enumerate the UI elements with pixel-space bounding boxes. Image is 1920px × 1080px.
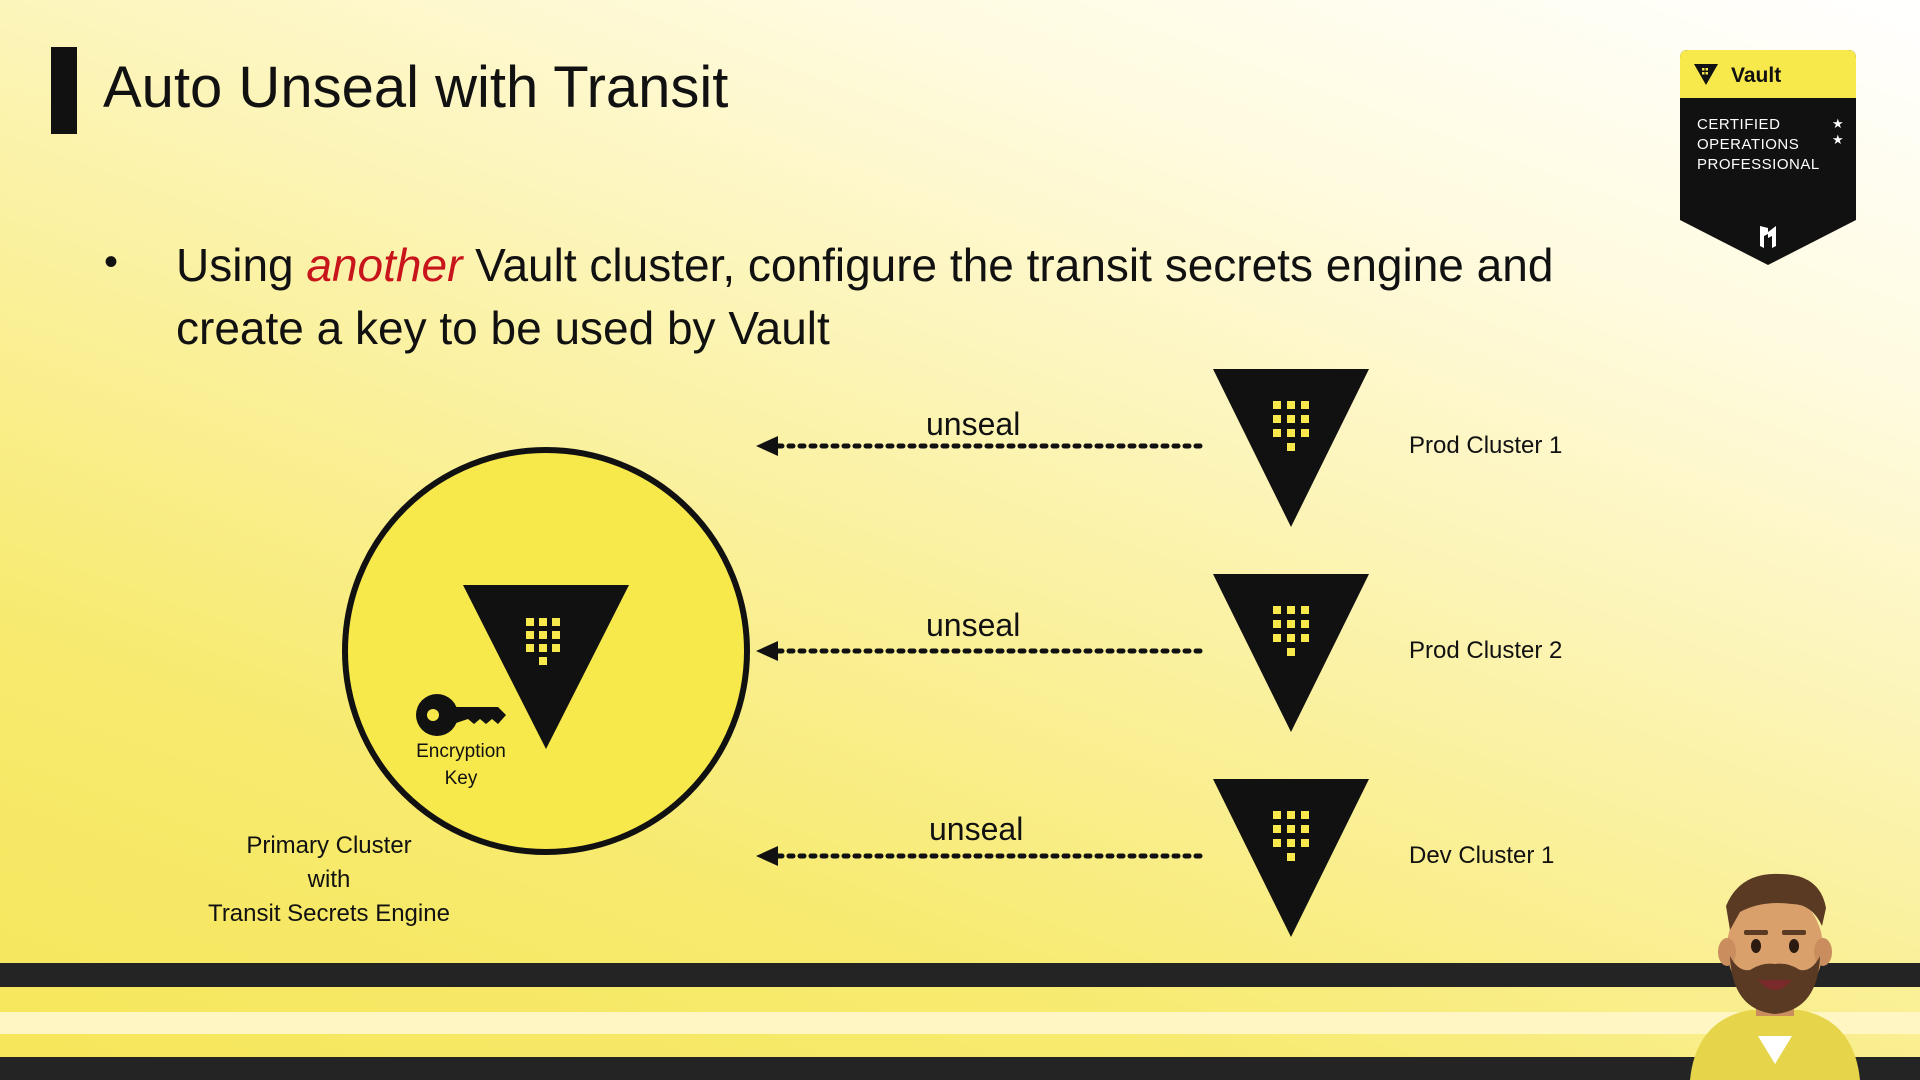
prod-cluster-1-vault-icon — [1213, 369, 1369, 527]
unseal-label-3: unseal — [929, 811, 1024, 847]
bullet-text-end: Vault cluster, configure the transit sec… — [176, 239, 1554, 354]
badge-star-icon: ★ — [1832, 116, 1844, 131]
unseal-arrow-2 — [756, 641, 1203, 661]
encryption-key-label: Encryption Key — [391, 738, 531, 792]
slide-title: Auto Unseal with Transit — [103, 55, 729, 120]
encryption-key-label-line2: Key — [444, 768, 478, 789]
primary-vault-logo-icon — [463, 585, 629, 749]
bullet-text-start: Using — [176, 239, 307, 291]
unseal-label-1: unseal — [926, 406, 1021, 442]
primary-caption-line2: with — [307, 866, 351, 893]
bullet-marker: • — [104, 240, 119, 284]
bullet-emphasis: another — [306, 239, 463, 291]
prod-cluster-2-vault-icon — [1213, 574, 1369, 732]
encryption-key-label-line1: Encryption — [416, 741, 506, 762]
presenter-avatar-icon — [1690, 873, 1860, 1080]
primary-caption-line3: Transit Secrets Engine — [208, 900, 450, 927]
title-accent-bar — [51, 47, 77, 134]
footer-band-dark-bottom — [0, 1057, 1920, 1080]
primary-cluster-caption: Primary Cluster with Transit Secrets Eng… — [179, 829, 479, 931]
prod-cluster-2-label: Prod Cluster 2 — [1409, 637, 1563, 664]
unseal-arrow-1 — [756, 436, 1203, 456]
badge-product-name: Vault — [1731, 64, 1782, 87]
unseal-label-2: unseal — [926, 607, 1021, 643]
badge-line-certified: CERTIFIED — [1697, 116, 1781, 133]
primary-caption-line1: Primary Cluster — [246, 832, 412, 859]
footer-band-light — [0, 1012, 1920, 1034]
badge-line-operations: OPERATIONS — [1697, 136, 1800, 153]
badge-vault-logo-icon — [1694, 64, 1718, 85]
encryption-key-icon — [416, 694, 506, 736]
dev-cluster-1-label: Dev Cluster 1 — [1409, 842, 1555, 869]
unseal-arrow-3 — [756, 846, 1203, 866]
footer-band-dark — [0, 963, 1920, 987]
badge-line-professional: PROFESSIONAL — [1697, 156, 1820, 173]
badge-star-icon: ★ — [1832, 132, 1844, 147]
hashicorp-logo-icon — [1760, 226, 1776, 248]
bullet-text: Using another Vault cluster, configure t… — [176, 234, 1656, 360]
prod-cluster-1-label: Prod Cluster 1 — [1409, 432, 1563, 459]
certification-badge — [1680, 50, 1856, 265]
dev-cluster-1-vault-icon — [1213, 779, 1369, 937]
